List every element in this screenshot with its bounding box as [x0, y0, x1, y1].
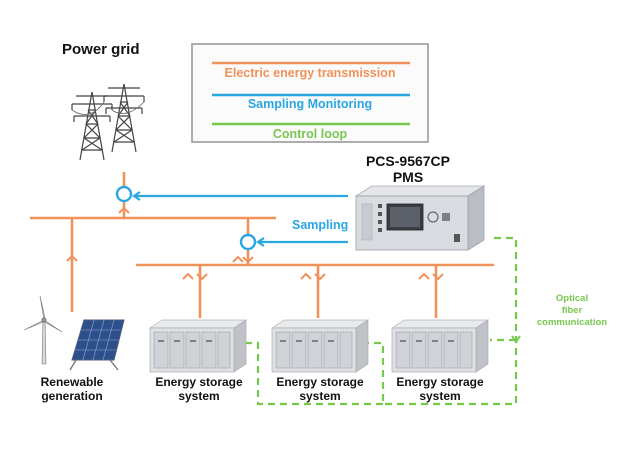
- optical-label-1: Optical: [556, 293, 588, 304]
- optical-label-3: communication: [537, 317, 607, 328]
- legend-label-control: Control loop: [273, 127, 348, 141]
- control-arrow-icon: [511, 335, 521, 344]
- energy-storage-cabinet-icon: [390, 319, 490, 373]
- device-name-label: PMS: [393, 169, 423, 185]
- storage-label-3a: Energy storage: [396, 375, 484, 389]
- storage-label-2b: system: [299, 389, 340, 403]
- legend: Electric energy transmission Sampling Mo…: [191, 43, 429, 143]
- solar-panel-icon: [69, 319, 125, 371]
- storage-label-1a: Energy storage: [155, 375, 243, 389]
- legend-label-sampling: Sampling Monitoring: [248, 97, 372, 111]
- storage-label-3b: system: [419, 389, 460, 403]
- power-lines: [30, 172, 494, 318]
- current-transformer-icon: [115, 185, 133, 203]
- optical-label-2: fiber: [562, 305, 583, 316]
- wind-turbine-icon: [23, 295, 63, 365]
- energy-storage-cabinet-icon: [270, 319, 370, 373]
- current-transformer-icon: [239, 233, 257, 251]
- power-flow-arrows: [66, 206, 444, 281]
- transmission-tower-icon: [71, 83, 145, 161]
- sampling-label: Sampling: [292, 218, 348, 232]
- storage-label-2a: Energy storage: [276, 375, 364, 389]
- legend-label-power: Electric energy transmission: [225, 66, 396, 80]
- renewable-label-2: generation: [41, 389, 102, 403]
- sampling-lines: [132, 191, 348, 247]
- energy-storage-cabinet-icon: [148, 319, 248, 373]
- power-grid-title: Power grid: [62, 41, 140, 58]
- device-model-label: PCS-9567CP: [366, 153, 450, 169]
- control-loop-lines: [246, 236, 518, 406]
- storage-label-1b: system: [178, 389, 219, 403]
- renewable-label-1: Renewable: [41, 375, 104, 389]
- legend-border: [191, 43, 429, 143]
- pms-device-icon: [354, 185, 486, 251]
